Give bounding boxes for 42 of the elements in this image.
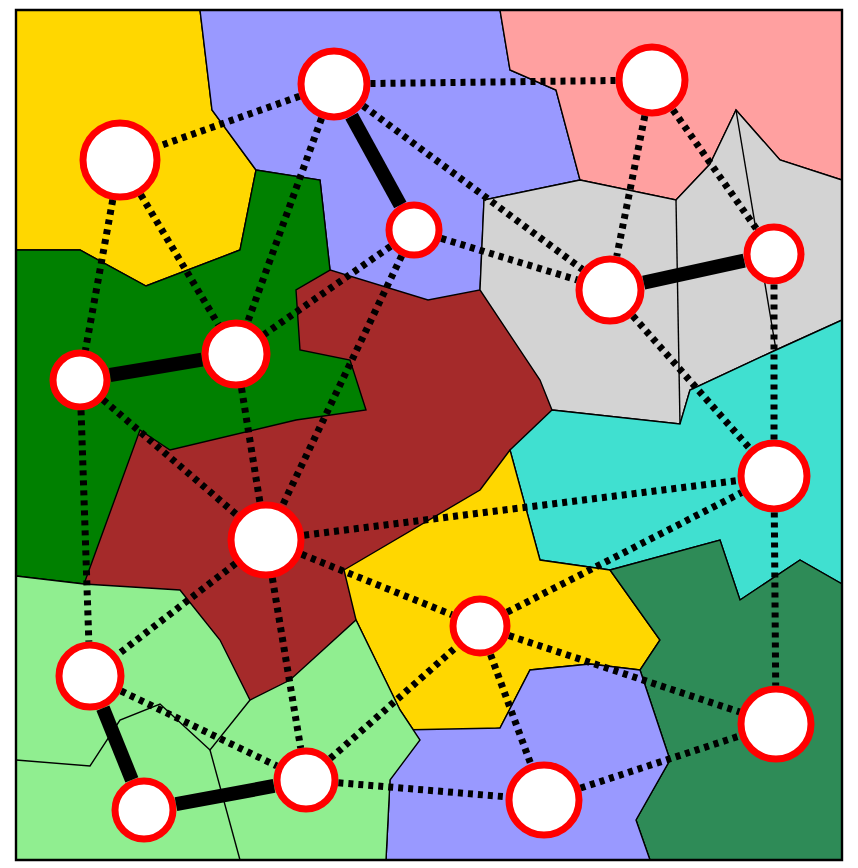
connector-line bbox=[174, 779, 276, 811]
connector-line bbox=[361, 103, 585, 273]
node-circle bbox=[273, 747, 339, 813]
connector-line bbox=[157, 92, 301, 150]
connector-line bbox=[279, 254, 405, 507]
connector-line bbox=[770, 284, 778, 440]
node-circle bbox=[737, 439, 811, 513]
connector-line bbox=[328, 643, 460, 762]
connector-line bbox=[487, 653, 534, 766]
connector-line bbox=[370, 76, 616, 88]
connector-line bbox=[238, 387, 264, 503]
connector-line bbox=[579, 732, 741, 792]
connector-line bbox=[630, 313, 753, 451]
connector-line bbox=[96, 705, 139, 783]
connector-line bbox=[268, 577, 305, 749]
connector-line bbox=[440, 235, 579, 284]
node-circle bbox=[49, 349, 111, 411]
connector-line bbox=[507, 632, 741, 716]
connector-line bbox=[338, 779, 506, 801]
connector-line bbox=[108, 352, 204, 382]
connector-line bbox=[119, 687, 279, 770]
node-circle bbox=[505, 761, 583, 839]
node-circle bbox=[449, 595, 511, 657]
connector-line bbox=[137, 192, 222, 327]
connector-line bbox=[82, 199, 117, 351]
connector-line bbox=[613, 115, 649, 257]
connector-line bbox=[300, 551, 453, 618]
connector-line bbox=[505, 489, 744, 616]
connector-line bbox=[100, 397, 240, 518]
node-circle bbox=[743, 223, 805, 285]
connector-line bbox=[642, 253, 746, 290]
node-circle bbox=[385, 201, 443, 259]
connector-line bbox=[670, 107, 760, 232]
connector-line bbox=[303, 477, 739, 539]
connector-line bbox=[244, 117, 325, 323]
connector-line bbox=[115, 560, 238, 658]
connector-line bbox=[262, 243, 393, 338]
connector-line bbox=[77, 410, 93, 642]
node-circle bbox=[737, 685, 815, 763]
connector-line bbox=[345, 112, 407, 209]
node-circle bbox=[111, 777, 177, 843]
connector-line bbox=[770, 512, 780, 686]
